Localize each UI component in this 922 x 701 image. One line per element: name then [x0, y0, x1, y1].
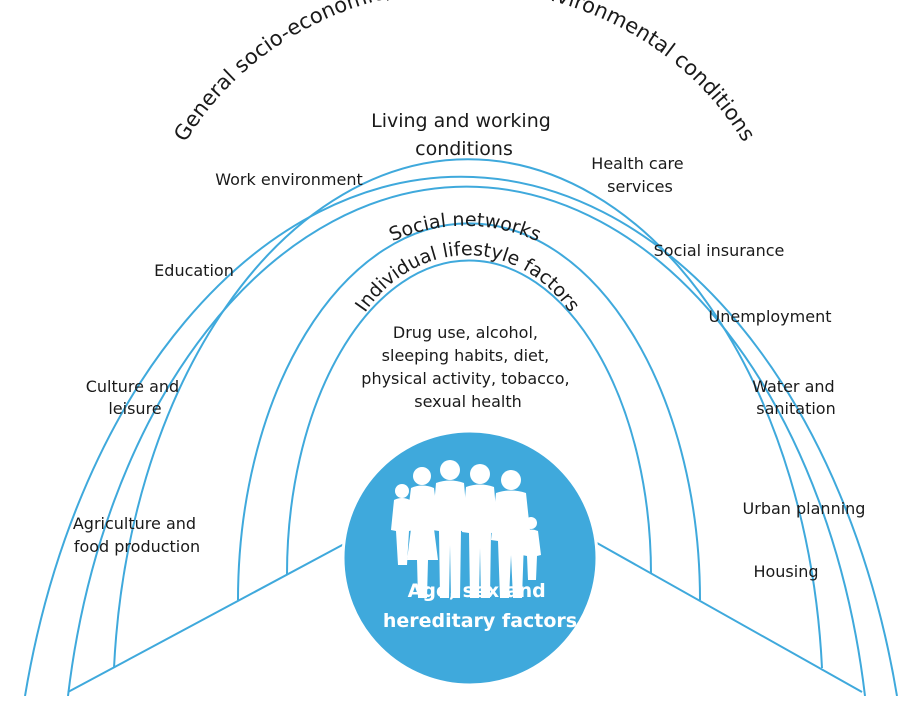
family-icon	[391, 460, 541, 598]
ring-outermost	[24, 175, 898, 697]
ring-individual-outer	[286, 259, 652, 575]
individual-factors-list: Drug use, alcohol, sleeping habits, diet…	[361, 323, 574, 411]
living-working-title: Living and working conditions	[371, 110, 557, 160]
label-education: Education	[154, 261, 234, 280]
label-housing: Housing	[753, 562, 818, 581]
label-health-care: Health care services	[591, 154, 688, 196]
ring-social-outer	[237, 222, 701, 601]
label-urban-planning: Urban planning	[743, 499, 866, 518]
ring-living-outer	[113, 158, 823, 669]
divider-right	[596, 542, 863, 693]
label-agriculture: Agriculture and food production	[73, 514, 201, 556]
individual-lifestyle-title: Individual lifestyle factors	[351, 238, 584, 316]
label-culture-leisure: Culture and leisure	[86, 377, 185, 418]
label-unemployment: Unemployment	[709, 307, 832, 326]
core-label: Age, sex and hereditary factors	[383, 580, 577, 632]
divider-left	[67, 542, 347, 693]
label-work-environment: Work environment	[215, 170, 363, 189]
label-water-sanitation: Water and sanitation	[752, 377, 840, 418]
ring-outer	[67, 185, 866, 697]
label-social-insurance: Social insurance	[654, 241, 785, 260]
